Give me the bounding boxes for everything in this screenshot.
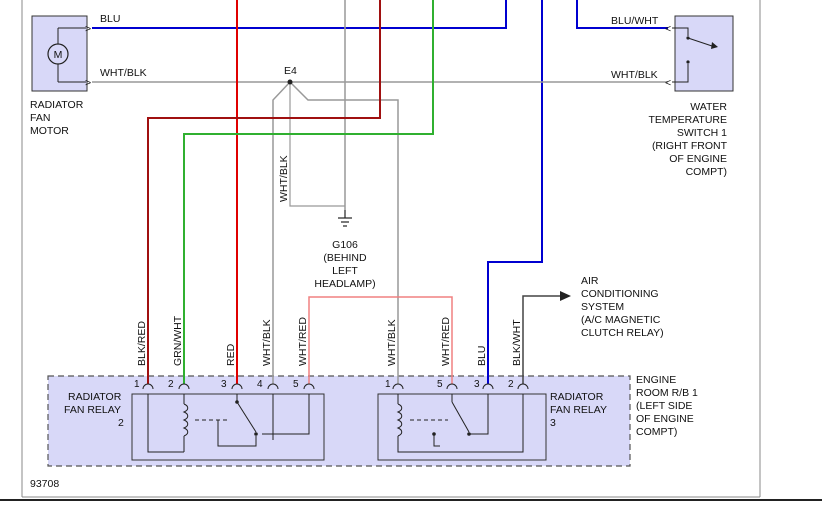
relay3-pin-3: 3 (474, 379, 480, 390)
relay2-pin-5: 5 (293, 379, 299, 390)
blu-wire-top (92, 0, 507, 29)
splice-e4-dot (287, 79, 293, 85)
wht-red-wire (308, 296, 453, 384)
ground-label-1: G106 (332, 239, 358, 251)
blu-wht-wire (576, 0, 668, 29)
relay3-internal (396, 394, 524, 453)
wire-label-wht-blk-right: WHT/BLK (611, 69, 658, 81)
temp-switch-label-5: OF ENGINE (669, 153, 727, 165)
relay2-box (131, 393, 325, 461)
temp-switch-label-4: (RIGHT FRONT (652, 140, 728, 152)
figure-id: 93708 (30, 478, 59, 490)
relay-box-label-4: OF ENGINE (636, 413, 694, 425)
relay2-wire-label-5: WHT/RED (297, 317, 309, 366)
ac-arrow-icon (560, 291, 571, 301)
relay2-pin-2: 2 (168, 379, 174, 390)
temp-switch-label-3: SWITCH 1 (677, 127, 727, 139)
relay3-wire-label-2: WHT/RED (440, 317, 452, 366)
relay3-contact-icon (432, 432, 436, 436)
relay3-label-2: FAN RELAY (550, 404, 607, 416)
relay3-label-1: RADIATOR (550, 391, 604, 403)
relay3-pin-1: 1 (385, 379, 391, 390)
temp-switch-label-2: TEMPERATURE (648, 114, 727, 126)
switch-blade-icon (687, 37, 713, 47)
wire-label-wht-blk-left: WHT/BLK (100, 67, 147, 79)
relay2-pin-4: 4 (257, 379, 263, 390)
relay2-label-1: RADIATOR (68, 391, 122, 403)
switch-lead-2 (672, 64, 689, 83)
relay3-pin-2: 2 (508, 379, 514, 390)
ground-label-3: LEFT (332, 265, 358, 277)
grn-wht-wire (183, 0, 434, 384)
relay3-contact-icon (467, 432, 471, 436)
relay-box-label-5: COMPT) (636, 426, 677, 438)
switch-lead (672, 27, 689, 36)
fan-motor-label-1: RADIATOR (30, 99, 84, 111)
switch-arrow-icon (711, 42, 718, 49)
splice-e4-label: E4 (284, 65, 297, 77)
relay2-wire-label-1: BLK/RED (136, 321, 148, 366)
relay2-contact-icon (254, 432, 258, 436)
switch-contact-icon (686, 60, 690, 64)
relay-box-label-1: ENGINE (636, 374, 676, 386)
relay3-wire-label-3: BLU (476, 346, 488, 366)
relay2-contact-icon (235, 400, 239, 404)
relay2-pin-1: 1 (134, 379, 140, 390)
wire-label-wht-blk-vertical: WHT/BLK (278, 155, 290, 202)
wht-blk-wire-relay3 (289, 81, 399, 384)
ac-label-2: CONDITIONING (581, 288, 659, 300)
connector-chevron-icon: > (85, 23, 91, 35)
relay3-wire-label-1: WHT/BLK (386, 319, 398, 366)
relay2-wire-label-2: GRN/WHT (172, 315, 184, 366)
blk-red-wire (147, 0, 381, 384)
relay2-pin-3: 3 (221, 379, 227, 390)
relay-pin-connectors (142, 383, 529, 390)
connector-chevron-icon: > (85, 77, 91, 89)
ac-label-1: AIR (581, 275, 599, 287)
engine-room-rb1-box (47, 375, 631, 467)
temp-switch-label-6: COMPT) (686, 166, 727, 178)
ac-label-3: SYSTEM (581, 301, 624, 313)
ground-label-2: (BEHIND (323, 252, 367, 264)
wht-blk-wire-relay2 (272, 81, 291, 384)
relay-box-label-3: (LEFT SIDE (636, 400, 692, 412)
temp-switch-label-1: WATER (690, 101, 727, 113)
relay3-pin-5: 5 (437, 379, 443, 390)
relay2-label-2: FAN RELAY (64, 404, 121, 416)
ac-label-4: (A/C MAGNETIC (581, 314, 661, 326)
wire-label-blu-top: BLU (100, 13, 120, 25)
motor-symbol: M (54, 49, 63, 61)
ground-wire-2 (289, 82, 345, 207)
wire-label-blu-wht: BLU/WHT (611, 15, 659, 27)
relay3-box (377, 393, 547, 461)
blu-wire-relay3 (487, 0, 543, 384)
ac-label-5: CLUTCH RELAY) (581, 327, 664, 339)
relay-box-label-2: ROOM R/B 1 (636, 387, 698, 399)
connector-chevron-icon: < (665, 23, 671, 35)
relay2-label-3: 2 (118, 417, 124, 429)
relay3-wire-label-4: BLK/WHT (511, 319, 523, 366)
relay2-wire-label-4: WHT/BLK (261, 319, 273, 366)
ground-label-4: HEADLAMP) (314, 278, 375, 290)
relay2-wire-label-3: RED (225, 343, 237, 366)
blk-wht-wire (522, 295, 560, 384)
fan-motor-label-2: FAN (30, 112, 50, 124)
fan-motor-label-3: MOTOR (30, 125, 69, 137)
connector-chevron-icon: < (665, 77, 671, 89)
relay3-label-3: 3 (550, 417, 556, 429)
temp-switch-box (674, 15, 734, 92)
relay2-internal (147, 394, 310, 453)
